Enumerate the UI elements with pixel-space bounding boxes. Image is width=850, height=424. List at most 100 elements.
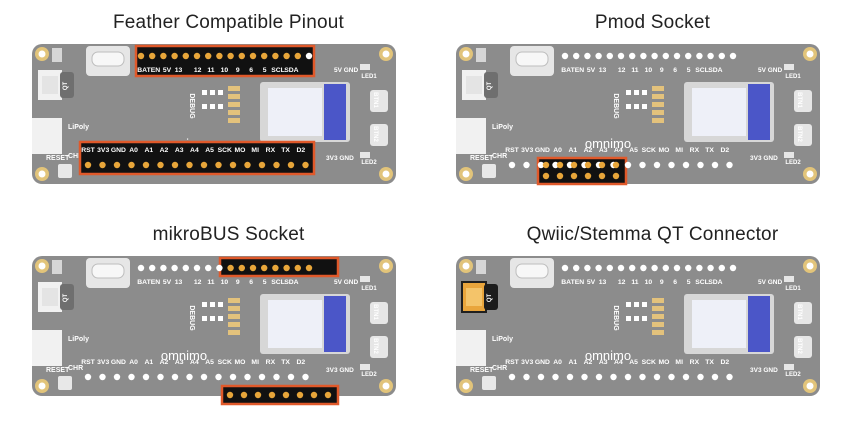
- btn2-button: [794, 124, 812, 146]
- bottom-header-pin: [84, 373, 92, 381]
- top-pin-label: BAT: [137, 279, 151, 286]
- debug-pad: [642, 302, 647, 307]
- top-pin-label: EN: [575, 67, 585, 74]
- mounting-hole-center: [38, 382, 46, 390]
- btn1-label: BTN1: [796, 92, 802, 108]
- power-switch: [476, 260, 486, 274]
- top-header-pin: [606, 52, 613, 60]
- bottom-header-pin: [697, 161, 704, 169]
- board-pcb: [456, 44, 820, 184]
- top-header-pin: [584, 52, 591, 60]
- debug-connector-pin: [228, 102, 240, 107]
- btn2-label: BTN2: [796, 126, 802, 142]
- bottom-header-pin: [186, 373, 193, 381]
- debug-pad: [202, 316, 207, 321]
- top-pin-label: SDA: [708, 67, 722, 74]
- bottom-pin-label: MO: [235, 147, 246, 154]
- top-pin-label: 12: [618, 279, 626, 286]
- top-pin-label: BAT: [561, 279, 575, 286]
- bottom-pin-label: A1: [144, 147, 153, 154]
- debug-connector-pin: [652, 322, 664, 327]
- qt-badge: [484, 284, 498, 310]
- top-header-pin: [651, 264, 658, 272]
- qwiic-socket: [42, 288, 58, 306]
- pmod-pin: [584, 161, 592, 169]
- chr-label: CHR: [492, 153, 507, 160]
- bottom-pin-label: 3V3: [521, 147, 533, 154]
- qt-badge: [484, 72, 498, 98]
- reset-button: [58, 164, 72, 178]
- debug-connector-pin: [652, 306, 664, 311]
- pmod-pin: [598, 172, 606, 180]
- top-pin-label: EN: [151, 67, 161, 74]
- bottom-header-pin: [244, 161, 251, 169]
- bottom-header-pin: [287, 373, 295, 381]
- bottom-header-pin: [171, 373, 179, 381]
- bottom-header-pin: [668, 161, 675, 169]
- bottom-pin-label: MI: [675, 359, 683, 366]
- top-header-pin: [662, 264, 669, 272]
- top-header-pin: [651, 52, 658, 60]
- top-header-pin: [685, 52, 692, 60]
- top-header-pin: [305, 264, 313, 272]
- debug-connector-pin: [652, 102, 664, 107]
- pmod-pin: [612, 172, 620, 180]
- led2: [784, 152, 794, 158]
- bottom-pin-label: GND: [111, 147, 126, 154]
- top-pin-label: SDA: [284, 67, 298, 74]
- bottom-pin-label: RST: [81, 147, 95, 154]
- debug-pad: [642, 90, 647, 95]
- mounting-hole-center: [462, 262, 470, 270]
- bottom-header-pin: [258, 161, 266, 169]
- debug-connector-pin: [652, 110, 664, 115]
- top-pin-label: 9: [236, 67, 240, 74]
- top-pin-label: SCL: [271, 279, 285, 286]
- lipoly-jst-connector: [32, 118, 62, 154]
- top-header-pin: [617, 264, 625, 272]
- debug-pad: [642, 104, 647, 109]
- debug-connector-pin: [652, 298, 664, 303]
- qt-badge: [60, 72, 74, 98]
- top-header-pin: [238, 264, 245, 272]
- top-header-pin: [205, 264, 212, 272]
- mikrobus-bottom-pin: [226, 391, 234, 399]
- module-antenna: [748, 296, 770, 352]
- debug-connector-pin: [228, 94, 240, 99]
- top-header-pin: [182, 52, 189, 60]
- bottom-header-pin: [537, 161, 545, 169]
- bottom-header-pin: [244, 373, 251, 381]
- top-pin-label: 13: [599, 279, 607, 286]
- top-pin-label: 11: [207, 67, 214, 74]
- qwiic-socket: [42, 76, 58, 94]
- top-power-label: 5V GND: [758, 67, 783, 74]
- top-pin-label: EN: [575, 279, 585, 286]
- debug-pad: [218, 302, 223, 307]
- bottom-header-pin: [624, 373, 632, 381]
- bottom-header-pin: [128, 161, 135, 169]
- bottom-header-pin: [523, 373, 530, 381]
- bottom-pin-label: GND: [535, 147, 550, 154]
- bottom-header-pin: [99, 161, 106, 169]
- mounting-hole-center: [806, 50, 814, 58]
- top-pin-label: SCL: [695, 67, 709, 74]
- led2-label: LED2: [785, 372, 801, 378]
- mikrobus-bottom-pin: [282, 391, 290, 399]
- top-header-pin: [216, 52, 223, 60]
- top-pin-label: 10: [221, 67, 229, 74]
- debug-connector-pin: [228, 298, 240, 303]
- bottom-pin-label: A4: [614, 359, 623, 366]
- pmod-pin: [570, 161, 578, 169]
- mounting-hole-center: [462, 382, 470, 390]
- top-header-pin: [640, 52, 647, 60]
- debug-pad: [202, 104, 207, 109]
- top-pin-label: 12: [618, 67, 626, 74]
- bottom-pin-label: SCK: [642, 359, 656, 366]
- bottom-pin-label: RX: [266, 359, 276, 366]
- pmod-pin: [542, 161, 550, 169]
- top-header-pin: [629, 52, 636, 60]
- top-header-pin: [137, 264, 145, 272]
- bottom-header-pin: [273, 373, 280, 381]
- bottom-pin-label: D2: [720, 359, 729, 366]
- lipoly-label: LiPoly: [68, 124, 89, 131]
- mikrobus-bottom-pin: [268, 391, 276, 399]
